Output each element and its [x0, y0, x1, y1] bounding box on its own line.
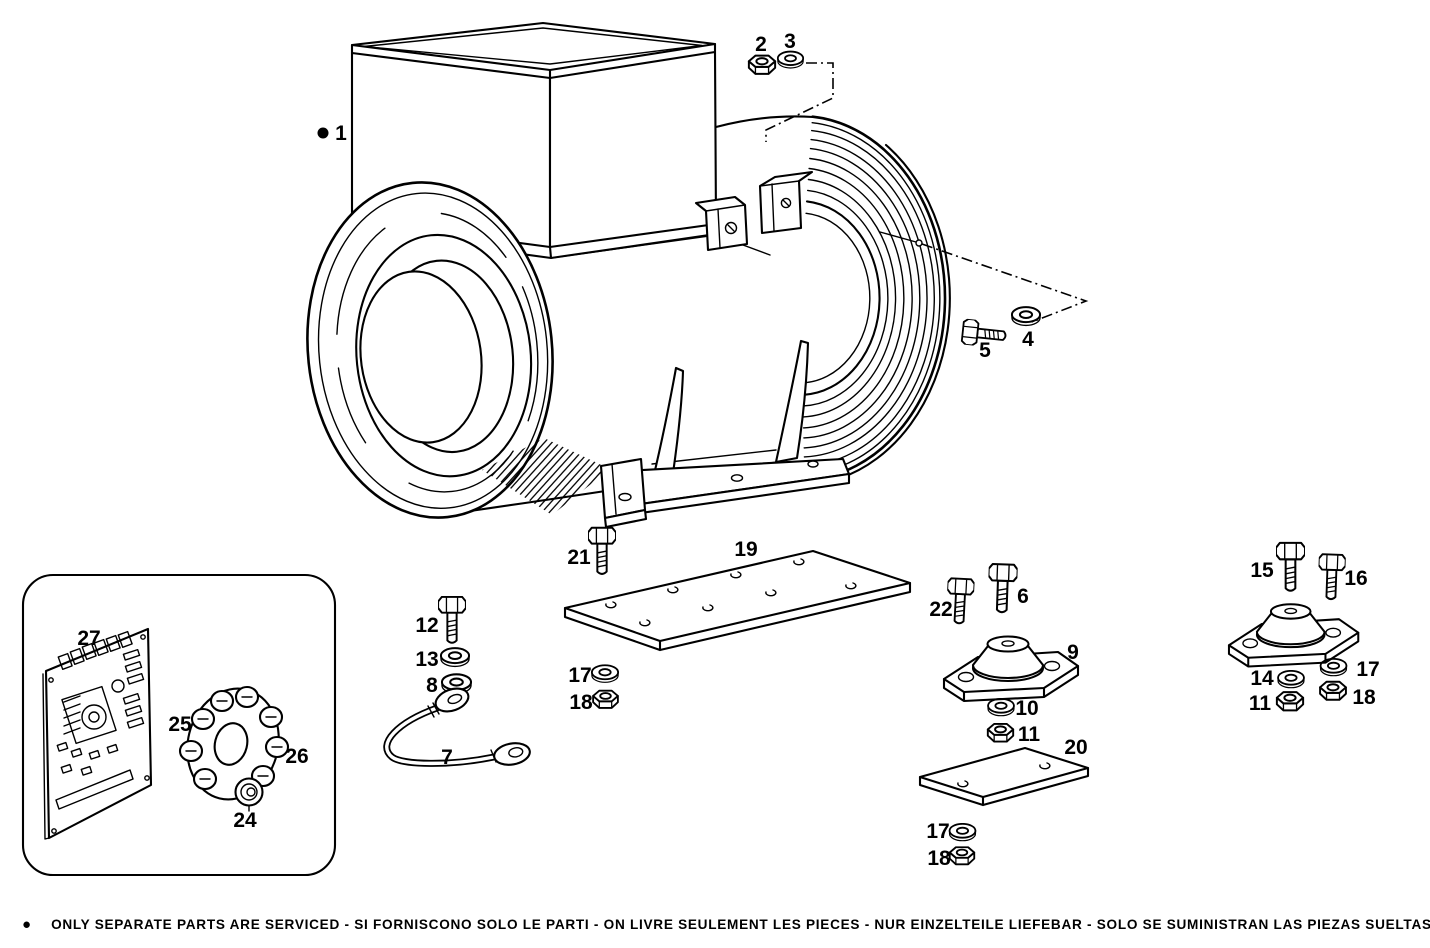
- louvre-vents: [482, 438, 610, 515]
- footnote-bullet-icon: ●: [22, 916, 32, 933]
- part-label-18c: 18: [1352, 686, 1376, 709]
- part-12-bolt: [438, 596, 466, 644]
- leader-bolt-washer: [921, 243, 1089, 323]
- part-label-17c: 17: [1356, 658, 1379, 681]
- part-label-17b: 17: [926, 820, 949, 843]
- part-6-bolt: [986, 562, 1018, 614]
- part-label-16: 16: [1344, 567, 1367, 590]
- part-label-21: 21: [567, 546, 591, 569]
- part-label-24: 24: [233, 809, 257, 832]
- part-18-nut: [1319, 680, 1347, 701]
- part-16-bolt: [1317, 553, 1346, 601]
- part-label-8: 8: [426, 674, 438, 697]
- part-21-bolt: [588, 526, 616, 575]
- part-9-vibration-mount: [942, 635, 1080, 703]
- part-label-14: 14: [1250, 667, 1274, 690]
- part-17-washer: [1319, 658, 1348, 677]
- part-label-11a: 11: [1018, 723, 1041, 746]
- part-label-13: 13: [415, 648, 438, 671]
- part-label-4: 4: [1022, 328, 1034, 351]
- mounting-foot: [599, 339, 851, 529]
- part-17-washer: [591, 664, 619, 684]
- part-label-10: 10: [1015, 697, 1038, 720]
- footnote: ● ONLY SEPARATE PARTS ARE SERVICED - SI …: [22, 916, 1430, 933]
- part-11-nut: [986, 722, 1015, 743]
- part-20-mounting-plate: [918, 746, 1090, 807]
- part-label-19: 19: [734, 538, 757, 561]
- leader-nut-washer: [765, 62, 834, 142]
- vibration-mount-right: [1227, 603, 1360, 668]
- part-label-7: 7: [441, 746, 453, 769]
- generator-rear-housing: [801, 115, 951, 482]
- part-7-earth-cable: [383, 687, 531, 767]
- cable-clamp-bracket: [694, 195, 749, 252]
- part-15-bolt: [1276, 541, 1305, 592]
- part-label-9: 9: [1067, 641, 1079, 664]
- part-4-washer: [1011, 306, 1041, 327]
- generator-assembly: [306, 21, 951, 529]
- part-11-nut: [1275, 691, 1305, 712]
- part-label-18b: 18: [927, 847, 951, 870]
- part-19-mounting-plate: [563, 549, 912, 652]
- part-label-18a: 18: [569, 691, 593, 714]
- part-label-25: 25: [168, 713, 192, 736]
- air-intake-grille: [359, 270, 483, 444]
- part-14-washer: [1277, 670, 1305, 689]
- serviced-part-bullet: [317, 127, 329, 139]
- part-label-3: 3: [784, 30, 796, 53]
- part-label-26: 26: [285, 745, 308, 768]
- part-label-6: 6: [1017, 585, 1029, 608]
- part-3-washer: [777, 50, 804, 69]
- footnote-text: ONLY SEPARATE PARTS ARE SERVICED - SI FO…: [51, 917, 1430, 932]
- spare-parts-inset-box: [21, 573, 337, 877]
- part-label-27: 27: [77, 627, 100, 650]
- part-label-11b: 11: [1249, 692, 1272, 715]
- part-label-20: 20: [1064, 736, 1087, 759]
- rectifier-diode-ring: [178, 685, 290, 812]
- part-label-5: 5: [979, 339, 991, 362]
- part-27-regulator-board: [42, 627, 153, 840]
- part-label-15: 15: [1250, 559, 1274, 582]
- part-label-12: 12: [415, 614, 438, 637]
- diode-terminals: [178, 685, 290, 791]
- lifting-bracket: [758, 170, 814, 235]
- part-label-17a: 17: [568, 664, 591, 687]
- part-18-nut: [948, 846, 976, 866]
- part-label-22: 22: [929, 598, 952, 621]
- part-18-nut: [592, 689, 619, 709]
- part-2-nut: [747, 54, 777, 75]
- part-label-2: 2: [755, 33, 767, 56]
- part-10-washer: [987, 698, 1015, 717]
- part-17-washer: [948, 823, 977, 842]
- part-label-1: 1: [335, 122, 347, 145]
- part-13-washer: [440, 647, 470, 668]
- part-24-diode: [234, 777, 264, 812]
